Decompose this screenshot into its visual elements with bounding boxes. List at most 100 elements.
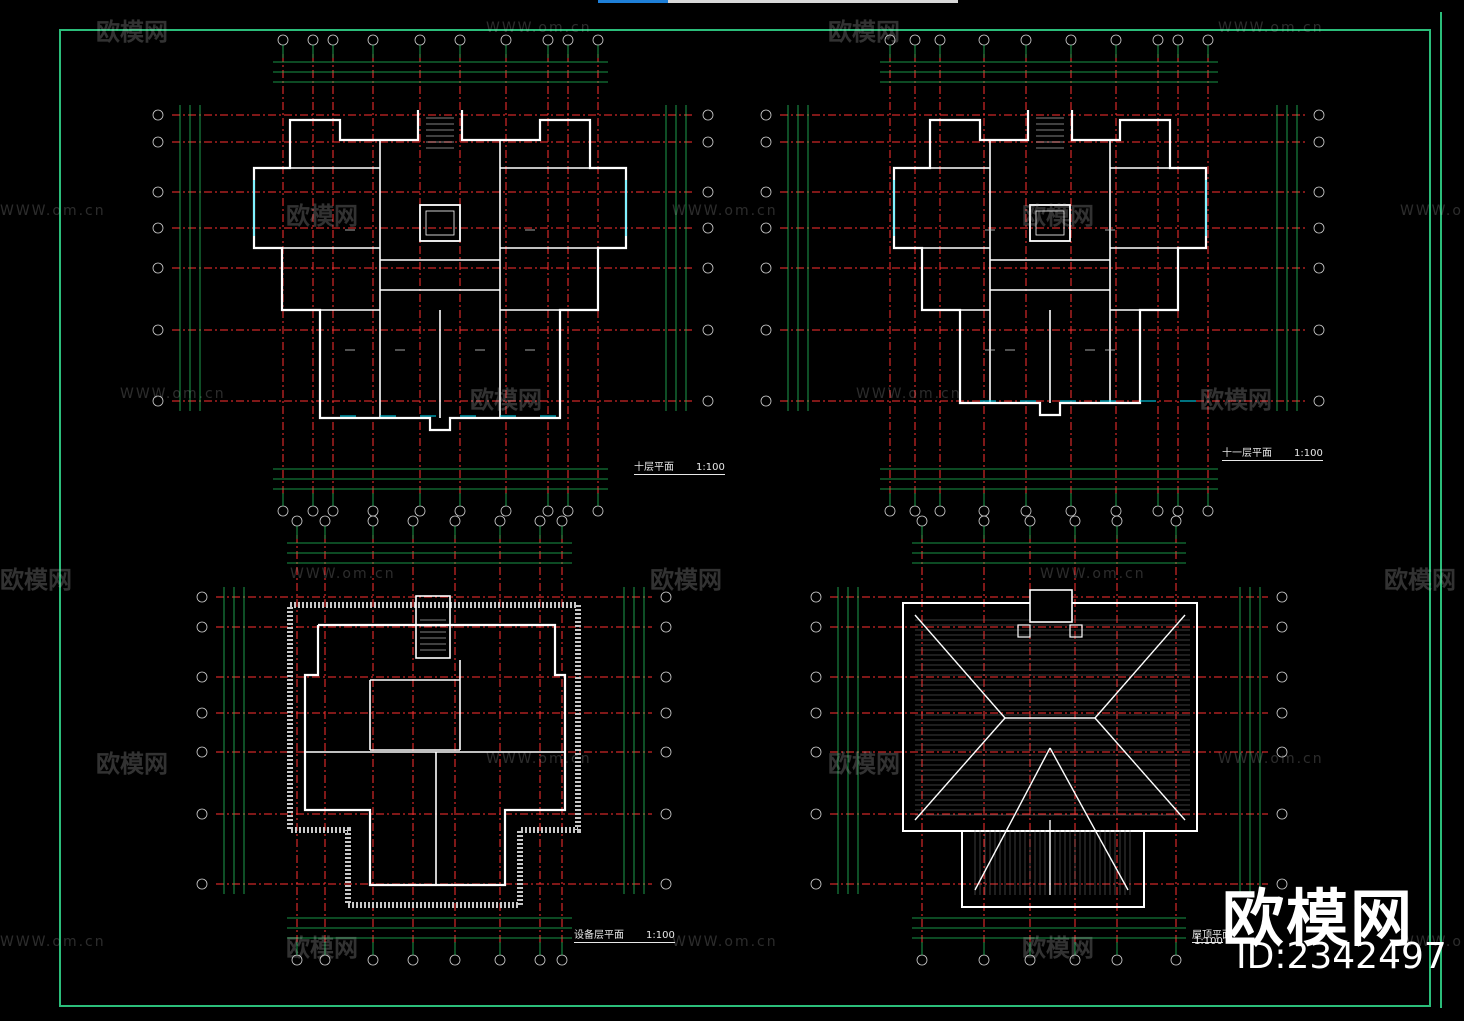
axis-bubble bbox=[909, 505, 921, 517]
axis-bubble bbox=[1202, 505, 1214, 517]
axis-bubble bbox=[660, 671, 672, 683]
chimney bbox=[1069, 624, 1083, 638]
watermark-site: WWW.om.cn bbox=[486, 751, 592, 767]
elevator-shaft bbox=[1029, 204, 1071, 242]
axis-bubble bbox=[909, 34, 921, 46]
axis-bubble bbox=[414, 505, 426, 517]
axis-bubble bbox=[196, 671, 208, 683]
chimney bbox=[1017, 624, 1031, 638]
axis-bubble bbox=[660, 591, 672, 603]
plan-scale-text: 1:100 bbox=[1194, 936, 1223, 947]
axis-bubble bbox=[1152, 34, 1164, 46]
loading-progress-fill bbox=[598, 0, 668, 3]
axis-bubble bbox=[1276, 878, 1288, 890]
axis-bubble bbox=[660, 621, 672, 633]
axis-bubble bbox=[1276, 746, 1288, 758]
roof-ridge bbox=[1094, 614, 1186, 719]
axis-bubble bbox=[277, 505, 289, 517]
axis-bubble bbox=[1170, 954, 1182, 966]
axis-bubble bbox=[934, 34, 946, 46]
axis-bubble bbox=[592, 505, 604, 517]
plan-title-text: 十一层平面 bbox=[1222, 448, 1272, 459]
axis-bubble bbox=[1276, 671, 1288, 683]
watermark-site: WWW.om.cn bbox=[290, 566, 396, 582]
elevator-shaft bbox=[419, 204, 461, 242]
watermark-site: WWW.om.cn bbox=[1218, 20, 1324, 36]
axis-bubble bbox=[562, 34, 574, 46]
watermark-logo: 欧模网 bbox=[1022, 202, 1094, 230]
axis-bubble bbox=[1172, 34, 1184, 46]
axis-bubble bbox=[196, 591, 208, 603]
axis-bubble bbox=[152, 109, 164, 121]
stair-core bbox=[415, 595, 451, 659]
axis-bubble bbox=[760, 186, 772, 198]
axis-bubble bbox=[542, 505, 554, 517]
roof-ridge bbox=[914, 614, 1006, 719]
watermark-site: WWW.om.cn bbox=[486, 20, 592, 36]
axis-bubble bbox=[1276, 591, 1288, 603]
axis-bubble bbox=[367, 34, 379, 46]
axis-bubble bbox=[760, 324, 772, 336]
axis-bubble bbox=[500, 34, 512, 46]
axis-bubble bbox=[1170, 515, 1182, 527]
axis-bubble bbox=[1065, 505, 1077, 517]
plan-title-text: 屋顶平面 bbox=[1192, 930, 1232, 941]
axis-bubble bbox=[494, 515, 506, 527]
axis-bubble bbox=[702, 136, 714, 148]
axis-bubble bbox=[1276, 808, 1288, 820]
axis-bubble bbox=[1313, 262, 1325, 274]
roof-ridge bbox=[1049, 747, 1129, 891]
axis-bubble bbox=[1111, 515, 1123, 527]
axis-bubble bbox=[702, 395, 714, 407]
elevator-car bbox=[1035, 210, 1065, 236]
axis-bubble bbox=[1065, 34, 1077, 46]
axis-bubble bbox=[702, 109, 714, 121]
axis-bubble bbox=[934, 505, 946, 517]
outer-frame-right-edge bbox=[1440, 12, 1442, 1008]
axis-bubble bbox=[319, 515, 331, 527]
axis-bubble bbox=[1313, 222, 1325, 234]
axis-bubble bbox=[916, 515, 928, 527]
axis-bubble bbox=[542, 34, 554, 46]
axis-bubble bbox=[196, 707, 208, 719]
axis-bubble bbox=[454, 34, 466, 46]
axis-bubble bbox=[916, 954, 928, 966]
axis-bubble bbox=[494, 954, 506, 966]
axis-bubble bbox=[556, 515, 568, 527]
axis-bubble bbox=[702, 186, 714, 198]
axis-bubble bbox=[152, 324, 164, 336]
watermark-logo: 欧模网 bbox=[650, 566, 722, 594]
axis-bubble bbox=[307, 34, 319, 46]
axis-bubble bbox=[702, 324, 714, 336]
axis-bubble bbox=[1152, 505, 1164, 517]
axis-bubble bbox=[660, 878, 672, 890]
plan-equipment-floor bbox=[196, 515, 672, 966]
watermark-logo: 欧模网 bbox=[1384, 566, 1456, 594]
exterior-wall bbox=[303, 623, 567, 887]
axis-bubble bbox=[978, 34, 990, 46]
axis-bubble bbox=[810, 621, 822, 633]
axis-bubble bbox=[1276, 707, 1288, 719]
axis-bubble bbox=[1276, 621, 1288, 633]
axis-bubble bbox=[884, 505, 896, 517]
axis-bubble bbox=[810, 808, 822, 820]
axis-bubble bbox=[592, 34, 604, 46]
exterior-wall bbox=[252, 110, 628, 432]
watermark-site: WWW.om.cn bbox=[0, 934, 106, 950]
roof-outline bbox=[961, 831, 1145, 908]
axis-bubble bbox=[152, 222, 164, 234]
axis-bubble bbox=[534, 515, 546, 527]
watermark-brand-large: 欧模网 bbox=[1221, 882, 1414, 955]
axis-bubble bbox=[760, 262, 772, 274]
axis-bubble bbox=[1313, 136, 1325, 148]
axis-bubble bbox=[1202, 34, 1214, 46]
axis-bubble bbox=[556, 954, 568, 966]
watermark-site: WWW.om.cn bbox=[0, 203, 106, 219]
axis-bubble bbox=[196, 621, 208, 633]
watermark-logo: 欧模网 bbox=[828, 18, 900, 46]
watermark-site: WWW.om.cn bbox=[672, 203, 778, 219]
